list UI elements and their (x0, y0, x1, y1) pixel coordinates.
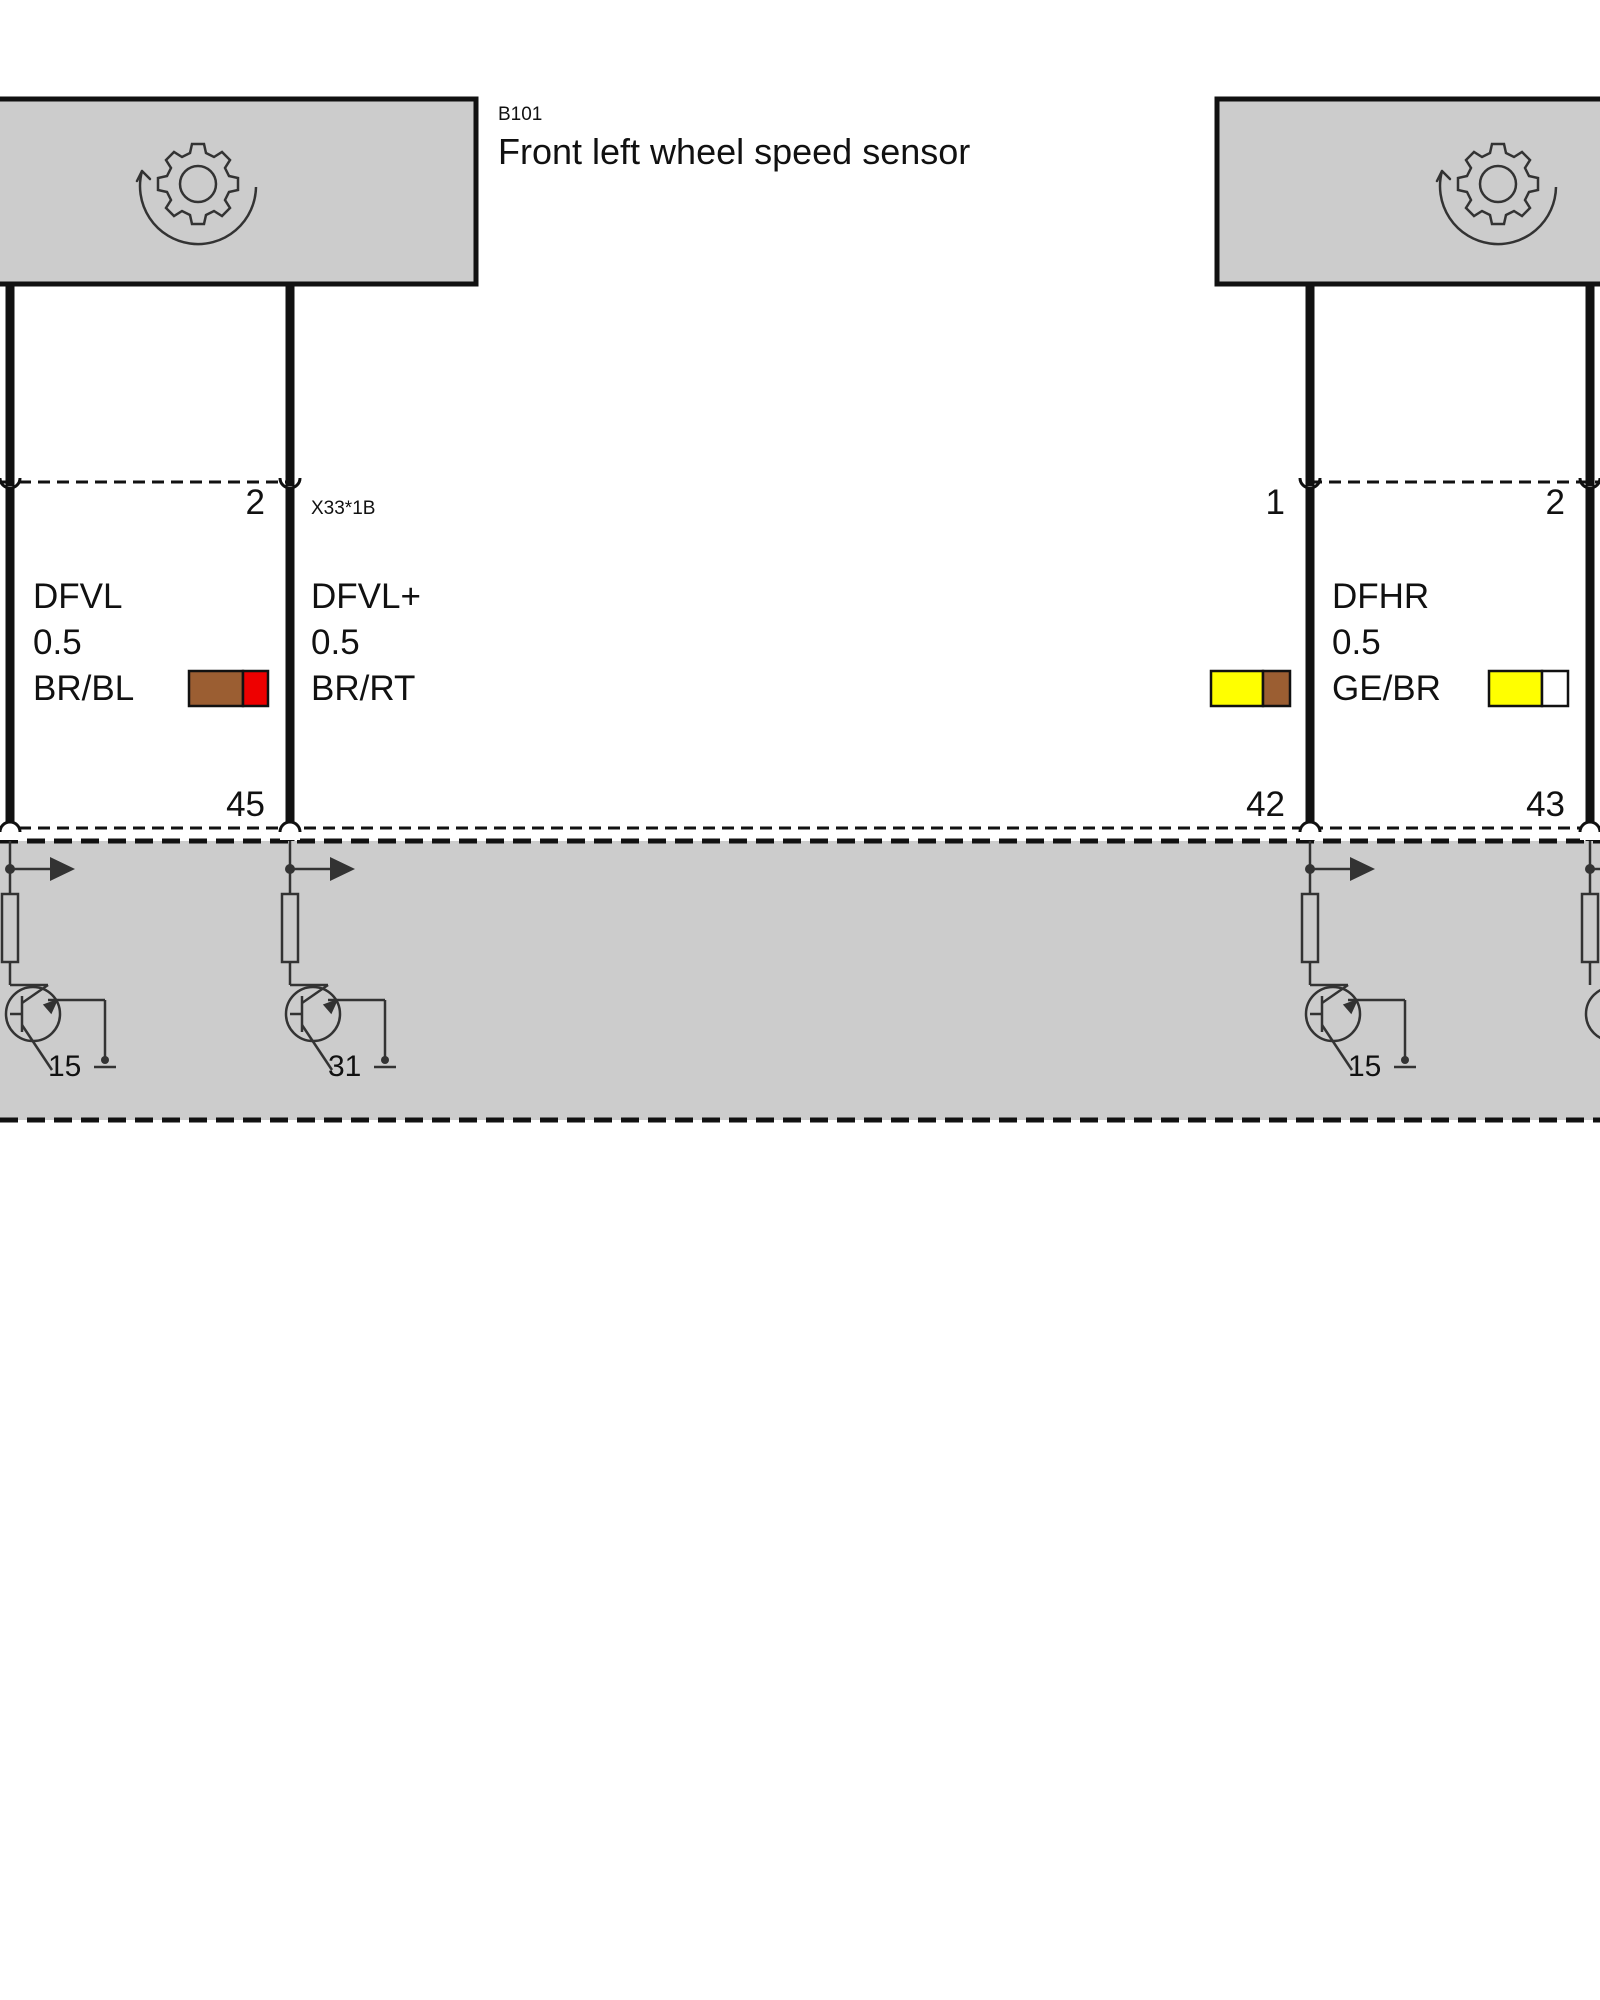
pin-number-upper-left: 2 (246, 483, 265, 522)
left-sensor-id: B101 (498, 104, 542, 125)
control-unit-body (0, 841, 1600, 1120)
internal-circuit-3 (1300, 841, 1416, 1071)
wire-signal: DFVL+ (311, 577, 421, 616)
internal-circuit-1 (0, 841, 116, 1071)
swatch-primary (1209, 669, 1265, 708)
transistor-icon (1304, 983, 1407, 1071)
ground-icon (94, 1056, 116, 1069)
terminal-label-31: 31 (328, 1050, 361, 1083)
wire-color-code: BR/RT (311, 669, 415, 708)
left-sensor-title: Front left wheel speed sensor (498, 131, 970, 172)
pin-number-lower-42: 42 (1246, 785, 1285, 824)
left-sensor (0, 96, 479, 287)
left-sensor-box (0, 96, 479, 287)
pin-upper-3-arc (1298, 477, 1322, 490)
terminal-label-15-right: 15 (1348, 1050, 1381, 1083)
pin-lower-3 (1300, 822, 1320, 840)
pin-lower-4 (1580, 822, 1600, 840)
wire-color-swatch-ge-br-right (1487, 669, 1570, 708)
transistor-icon (1584, 988, 1600, 1040)
pin-lower-2-arc (278, 820, 302, 833)
gear-icon (1456, 142, 1540, 226)
pin-lower-1-arc (0, 820, 22, 833)
pin-upper-3 (1300, 478, 1320, 488)
pin-lower-3-arc (1298, 820, 1322, 833)
output-arrow-icon (1350, 857, 1375, 881)
pin-number-lower-45: 45 (226, 785, 265, 824)
right-sensor (1214, 96, 1600, 287)
swatch-primary (187, 669, 245, 708)
wire-signal: DFHR (1332, 577, 1429, 616)
pin-number-upper-right-1: 1 (1266, 483, 1285, 522)
swatch-secondary (241, 669, 270, 708)
wires (5, 284, 1595, 841)
connector-id-upper-left: X33*1B (311, 498, 375, 519)
output-arrow-icon (50, 857, 75, 881)
wire-color-swatch-br-bl (187, 669, 270, 708)
wire-label-dfhr: DFHR 0.5 GE/BR (1332, 577, 1441, 708)
pin-upper-2-arc (278, 477, 302, 490)
ground-icon (1394, 1056, 1416, 1069)
wire-color-swatch-ge-br-left (1209, 669, 1292, 708)
wire-gauge: 0.5 (311, 623, 360, 662)
pin-lower-1 (0, 822, 20, 840)
right-sensor-box (1214, 96, 1600, 287)
wire-gauge: 0.5 (33, 623, 82, 662)
control-unit (0, 838, 1600, 1123)
transistor-icon (4, 983, 107, 1071)
ground-icon (374, 1056, 396, 1069)
swatch-primary (1487, 669, 1544, 708)
wheel-speed-sensor-icon (1435, 142, 1558, 246)
internal-circuit-2 (280, 841, 396, 1071)
pin-upper-1-arc (0, 477, 22, 490)
pin-upper-1 (0, 478, 20, 488)
pin-upper-2 (280, 478, 300, 488)
wheel-speed-sensor-icon (135, 142, 258, 246)
transistor-icon (284, 983, 387, 1071)
terminal-label-15-left: 15 (48, 1050, 81, 1083)
gear-icon (156, 142, 240, 226)
wire-label-dfvl: DFVL 0.5 BR/BL (33, 577, 134, 708)
connector-pins-lower (0, 820, 1600, 840)
pin-lower-2 (280, 822, 300, 840)
swatch-secondary (1261, 669, 1292, 708)
pin-number-lower-43: 43 (1526, 785, 1565, 824)
wire-label-dfvl-plus: DFVL+ 0.5 BR/RT (311, 577, 421, 708)
pin-upper-4-arc (1578, 477, 1600, 490)
output-arrow-icon (330, 857, 355, 881)
wire-color-code: GE/BR (1332, 669, 1441, 708)
wire-signal: DFVL (33, 577, 122, 616)
pin-number-upper-right-2: 2 (1546, 483, 1565, 522)
internal-circuit-4-partial (1580, 841, 1600, 1040)
pin-lower-4-arc (1578, 820, 1600, 833)
wire-color-code: BR/BL (33, 669, 134, 708)
wire-gauge: 0.5 (1332, 623, 1381, 662)
swatch-secondary (1540, 669, 1570, 708)
connector-pins-upper (0, 477, 1600, 490)
pin-upper-4 (1580, 478, 1600, 488)
